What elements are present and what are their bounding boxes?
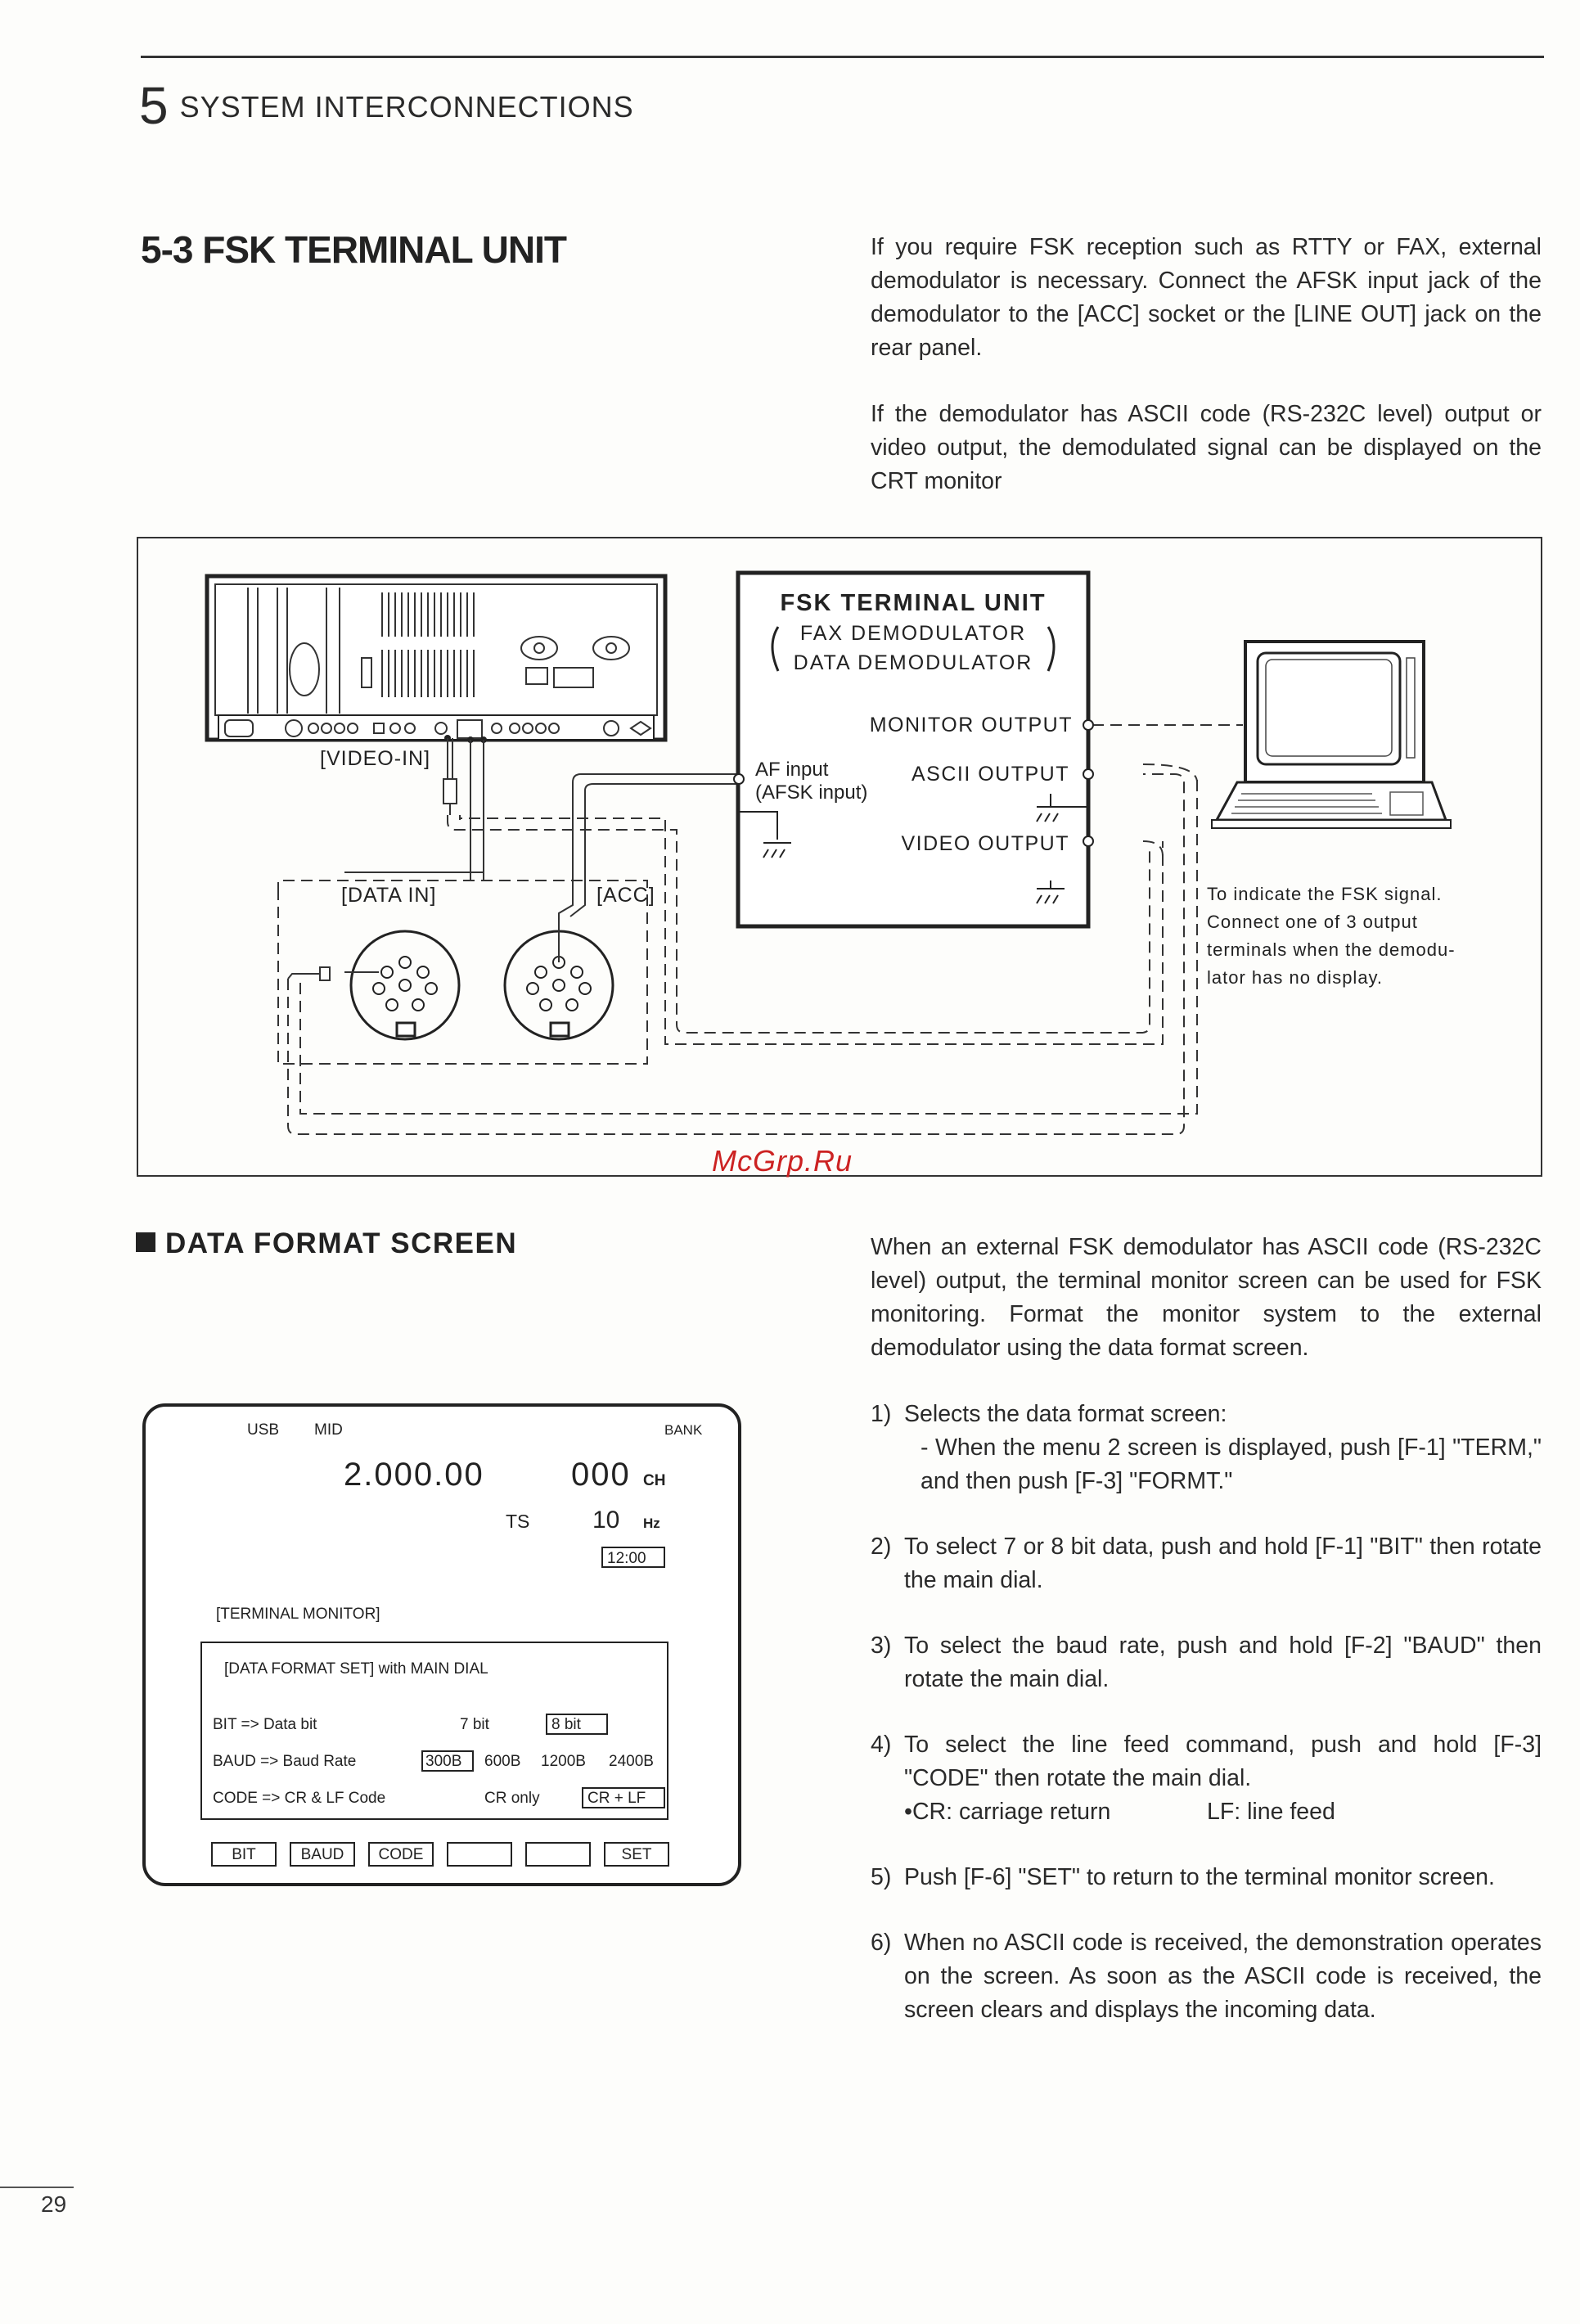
transceiver-rear-panel <box>205 574 668 743</box>
step-text: To select the line feed command, push an… <box>904 1732 1542 1791</box>
screen-frequency: 2.000.00 <box>344 1457 484 1493</box>
note-line-2: Connect one of 3 output <box>1207 912 1418 932</box>
fkey-f2-label: BAUD <box>301 1846 344 1863</box>
step-text: Push [F-6] "SET" to return to the termin… <box>904 1864 1495 1890</box>
fkey-f6-box <box>604 1842 669 1867</box>
fkey-f3-label: CODE <box>379 1846 424 1863</box>
header-rule <box>141 56 1544 58</box>
screen-baud-opt-2400: 2400B <box>609 1753 654 1770</box>
screen-ts-label: TS <box>506 1511 529 1532</box>
data-in-socket <box>349 930 461 1041</box>
label-acc: [ACC] <box>596 884 655 907</box>
step-text: To select 7 or 8 bit data, push and hold… <box>904 1534 1542 1593</box>
step-number: 5) <box>871 1864 892 1890</box>
step-number: 3) <box>871 1633 892 1659</box>
step-number: 4) <box>871 1732 892 1758</box>
section-title: 5-3 FSK TERMINAL UNIT <box>141 228 567 271</box>
intro-paragraph-1: If you require FSK reception such as RTT… <box>871 234 1542 361</box>
unit-title: FSK TERMINAL UNIT <box>780 590 1046 616</box>
screen-mid: MID <box>314 1421 343 1439</box>
screen-ts-value: 10 <box>592 1507 619 1534</box>
label-video-output: VIDEO OUTPUT <box>901 832 1069 855</box>
step-3: 3) To select the baud rate, push and hol… <box>871 1629 1542 1696</box>
label-af-input: AF input <box>755 759 829 781</box>
screen-clock: 12:00 <box>607 1550 646 1567</box>
step-1: 1) Selects the data format screen: - Whe… <box>871 1398 1542 1498</box>
watermark-text: McGrp.Ru <box>712 1144 853 1178</box>
steps-list: 1) Selects the data format screen: - Whe… <box>871 1398 1542 2059</box>
screen-code-opt-crlf: CR + LF <box>587 1790 646 1807</box>
chapter-title: SYSTEM INTERCONNECTIONS <box>179 90 634 124</box>
step-5: 5) Push [F-6] "SET" to return to the ter… <box>871 1861 1542 1894</box>
page-number: 29 <box>41 2191 67 2217</box>
intro-paragraph-2: If the demodulator has ASCII code (RS-23… <box>871 401 1542 494</box>
screen-bit-opt-7: 7 bit <box>460 1716 490 1733</box>
chapter-heading: 5 SYSTEM INTERCONNECTIONS <box>139 75 634 136</box>
screen-baud-opt-300: 300B <box>425 1753 461 1770</box>
step-text: When no ASCII code is received, the demo… <box>904 1930 1542 2023</box>
step-number: 6) <box>871 1930 892 1956</box>
label-monitor-output: MONITOR OUTPUT <box>870 714 1073 736</box>
label-ascii-output: ASCII OUTPUT <box>912 763 1069 786</box>
page-number-rule <box>0 2187 74 2188</box>
step-note: •CR: carriage return LF: line feed <box>904 1795 1542 1829</box>
chapter-number: 5 <box>139 76 169 135</box>
unit-subtitle-fax: FAX DEMODULATOR <box>800 622 1026 645</box>
step-2: 2) To select 7 or 8 bit data, push and h… <box>871 1530 1542 1597</box>
step-6: 6) When no ASCII code is received, the d… <box>871 1926 1542 2027</box>
screen-row-baud-label: BAUD => Baud Rate <box>213 1753 356 1770</box>
fkey-f4-box <box>447 1842 512 1867</box>
screen-baud-opt-600: 600B <box>484 1753 520 1770</box>
fkey-f3-box <box>368 1842 434 1867</box>
fkey-f5-box <box>525 1842 591 1867</box>
unit-subtitle-data: DATA DEMODULATOR <box>794 651 1033 674</box>
label-data-in: [DATA IN] <box>341 884 436 907</box>
note-line-1: To indicate the FSK signal. <box>1207 884 1442 904</box>
step-4: 4) To select the line feed command, push… <box>871 1728 1542 1829</box>
step-number: 2) <box>871 1534 892 1560</box>
screen-row-bit-label: BIT => Data bit <box>213 1716 317 1733</box>
screen-channel: 000 <box>571 1457 631 1493</box>
label-afsk-input: (AFSK input) <box>755 781 867 804</box>
data-format-heading: DATA FORMAT SCREEN <box>136 1227 517 1260</box>
note-line-3: terminals when the demodu- <box>1207 939 1456 960</box>
screen-row-code-label: CODE => CR & LF Code <box>213 1790 385 1807</box>
screen-ts-unit: Hz <box>643 1516 660 1531</box>
screen-baud-opt-1200: 1200B <box>541 1753 586 1770</box>
step-note-cr: •CR: carriage return <box>904 1799 1111 1825</box>
screen-bank: BANK <box>664 1422 703 1438</box>
data-format-intro: When an external FSK demodulator has ASC… <box>871 1234 1542 1361</box>
fkey-f1-label: BIT <box>232 1846 256 1863</box>
data-format-heading-text: DATA FORMAT SCREEN <box>165 1227 518 1259</box>
step-subtext: - When the menu 2 screen is displayed, p… <box>921 1434 1542 1494</box>
screen-ch-unit: CH <box>643 1472 665 1489</box>
screen-mode: USB <box>247 1421 279 1439</box>
step-text: Selects the data format screen: <box>904 1401 1227 1427</box>
fkey-f1-box <box>211 1842 277 1867</box>
function-key-row: BIT BAUD CODE SET <box>211 1842 669 1867</box>
connection-diagram: [VIDEO-IN] <box>137 537 1542 1177</box>
screen-code-opt-cr: CR only <box>484 1790 540 1807</box>
screen-terminal-label: [TERMINAL MONITOR] <box>216 1606 380 1623</box>
fkey-f6-label: SET <box>622 1846 652 1863</box>
step-text: To select the baud rate, push and hold [… <box>904 1633 1542 1692</box>
screen-panel-title: [DATA FORMAT SET] with MAIN DIAL <box>224 1660 488 1678</box>
fkey-f2-box <box>290 1842 355 1867</box>
fsk-terminal-unit: FSK TERMINAL UNIT FAX DEMODULATOR DATA D… <box>733 570 1094 929</box>
step-number: 1) <box>871 1401 892 1427</box>
square-bullet-icon <box>136 1232 155 1252</box>
step-note-lf: LF: line feed <box>1207 1799 1335 1825</box>
data-format-screen: USB MID BANK 2.000.00 000 CH TS 10 Hz 12… <box>142 1403 741 1886</box>
crt-monitor <box>1211 640 1452 829</box>
label-video-in: [VIDEO-IN] <box>320 747 430 770</box>
note-line-4: lator has no display. <box>1207 967 1383 988</box>
screen-bit-opt-8: 8 bit <box>551 1716 582 1733</box>
